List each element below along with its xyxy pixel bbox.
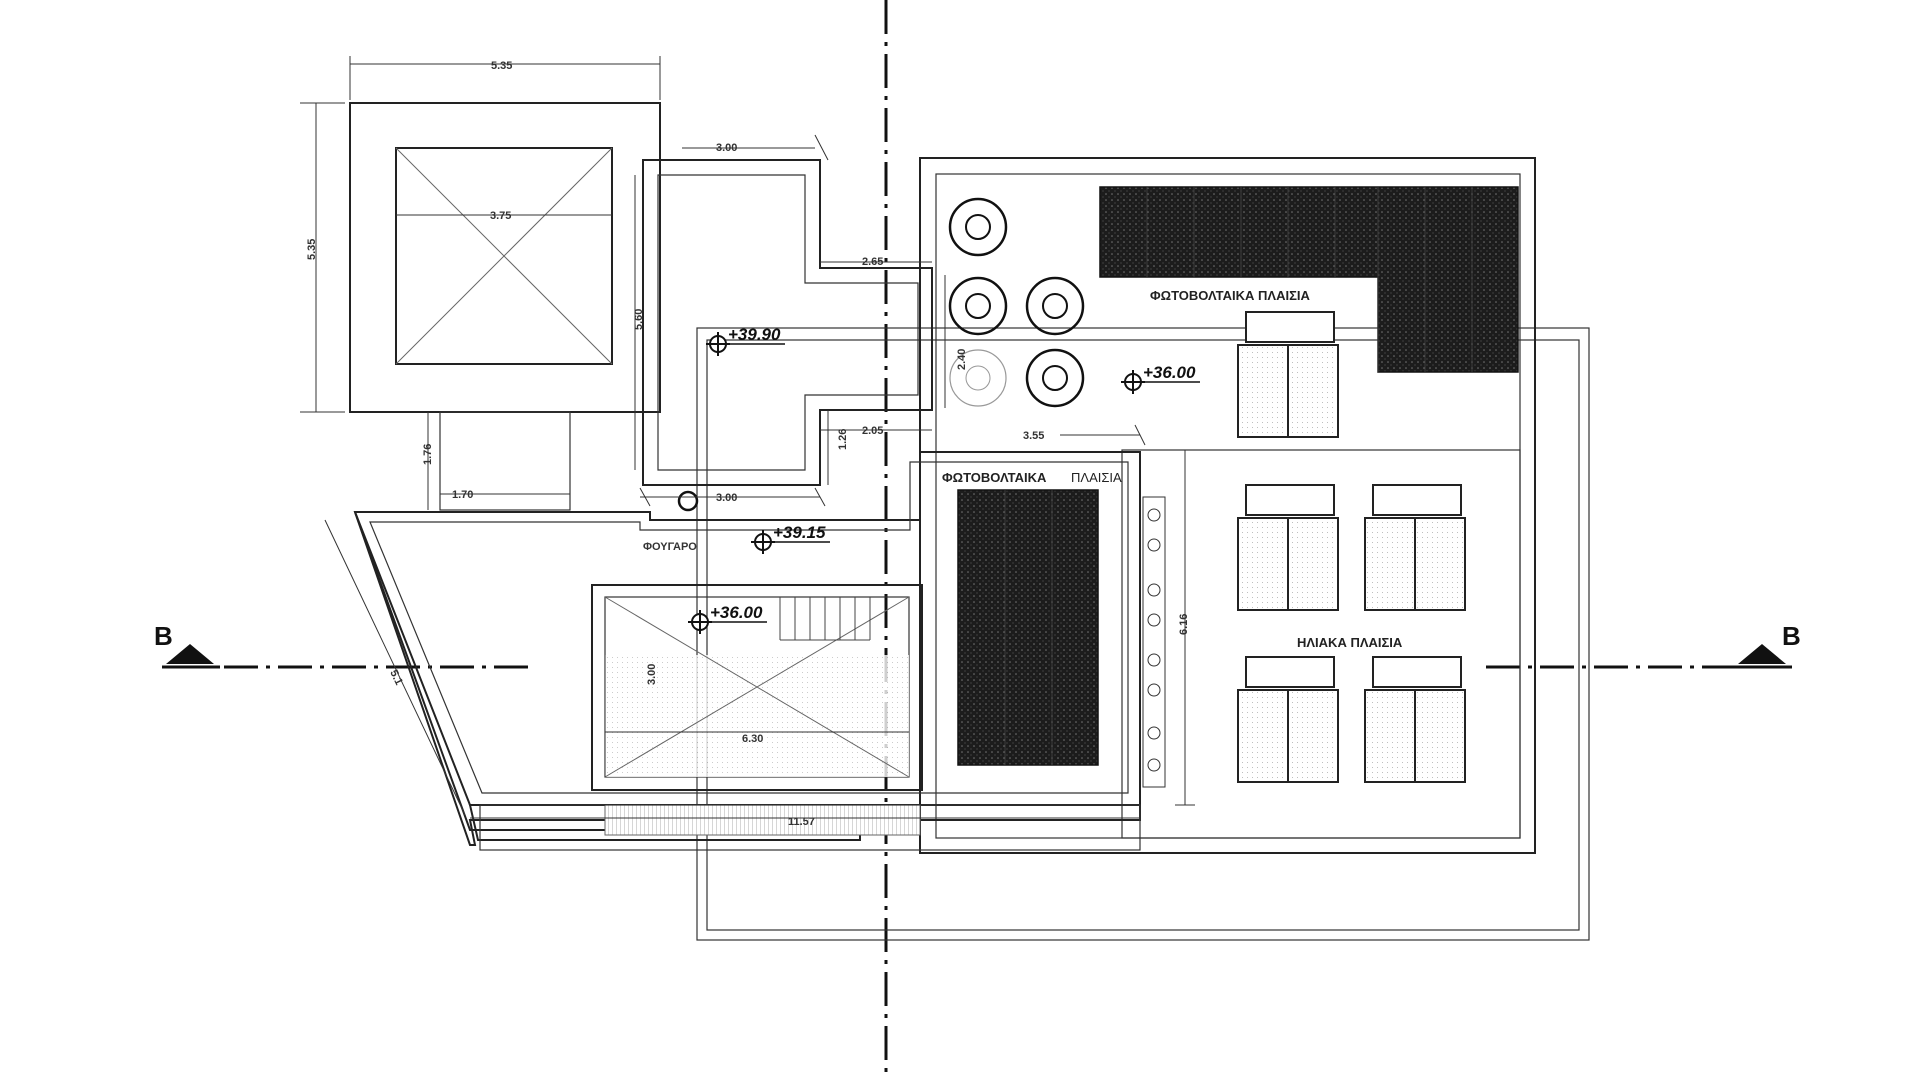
dim-notch-top: 2.65 (862, 256, 883, 268)
pv-panels-top-grid (1146, 187, 1473, 372)
bottom-strip (604, 804, 921, 836)
level-stair-roof: +39.90 (728, 325, 781, 344)
lower-boundary-inner (706, 339, 1580, 931)
lower-left-inner (369, 461, 1129, 794)
section-marker-left (162, 644, 220, 669)
floor-opening-outer (591, 584, 923, 791)
dim-stair-top: 3.00 (716, 142, 737, 154)
level-marker-terrace: +39.15 (751, 523, 830, 554)
label-pv-panels-mid-a: ΦΩΤΟΒΟΛΤΑΙΚΑ (942, 470, 1047, 485)
dimension-labels: 5.35 5.35 3.75 3.00 5.60 2.65 2.05 1.26 … (306, 60, 1190, 828)
bottom-slab (479, 804, 1141, 851)
pv-panels-middle-grid (1004, 490, 1053, 765)
left-shaft-diagonal-2 (395, 147, 613, 365)
label-pv-panels-top: ΦΩΤΟΒΟΛΤΑΙΚΑ ΠΛΑΙΣΙΑ (1150, 288, 1310, 303)
dim-tank-gap: 2.40 (956, 349, 968, 370)
dim-stair-bottom: 3.00 (716, 492, 737, 504)
opening-hatch (605, 655, 909, 777)
dim-left-diagonal: 5.1 (387, 668, 404, 687)
dim-left-height: 5.35 (306, 239, 318, 260)
dim-neck-height: 1.76 (422, 444, 434, 465)
section-marker-right (1732, 644, 1792, 669)
section-label-left: B (154, 621, 173, 651)
roof-lower-parapet (1121, 449, 1521, 839)
stair-block-outer (642, 159, 933, 486)
solar-collectors (1237, 311, 1466, 783)
label-pv-panels-mid-b: ΠΛΑΙΣΙΑ (1071, 470, 1122, 485)
opening-diagonal-2 (604, 596, 910, 778)
dim-opening-width: 6.30 (742, 733, 763, 745)
dim-roof-height: 6.16 (1178, 614, 1190, 635)
level-roof-main: +36.00 (1143, 363, 1196, 382)
dim-notch-bottom: 2.05 (862, 425, 883, 437)
dim-roof-right: 3.55 (1023, 430, 1044, 442)
level-marker-lower: +36.00 (688, 603, 767, 634)
chimney-symbol (677, 490, 699, 512)
dim-notch-vert: 1.26 (837, 429, 849, 450)
dim-neck-width: 1.70 (452, 489, 473, 501)
label-solar-panels: ΗΛΙΑΚΑ ΠΛΑΙΣΙΑ (1297, 635, 1403, 650)
stair-block-inner (657, 174, 919, 471)
dim-shaft-width: 3.75 (490, 210, 511, 222)
pv-panels-middle (957, 489, 1099, 766)
level-marker-stair-roof: +39.90 (706, 325, 785, 356)
lower-boundary-outer (696, 327, 1590, 941)
level-terrace: +39.15 (773, 523, 826, 542)
vent-column (1142, 496, 1166, 788)
water-tanks (948, 197, 1085, 408)
level-marker-roof-main: +36.00 (1121, 363, 1200, 394)
stair-treads (779, 597, 871, 641)
neck-passage (439, 411, 571, 511)
dimension-lines (300, 56, 1195, 819)
dim-stair-height: 5.60 (633, 309, 645, 330)
dim-bottom-total: 11.57 (788, 816, 815, 828)
chimney-label: ΦΟΥΓΑΡΟ (643, 541, 697, 553)
left-shaft-inner (395, 147, 613, 365)
section-label-right: B (1782, 621, 1801, 651)
dim-opening-height: 3.00 (646, 664, 658, 685)
dim-top-width: 5.35 (491, 60, 512, 72)
level-lower: +36.00 (710, 603, 763, 622)
